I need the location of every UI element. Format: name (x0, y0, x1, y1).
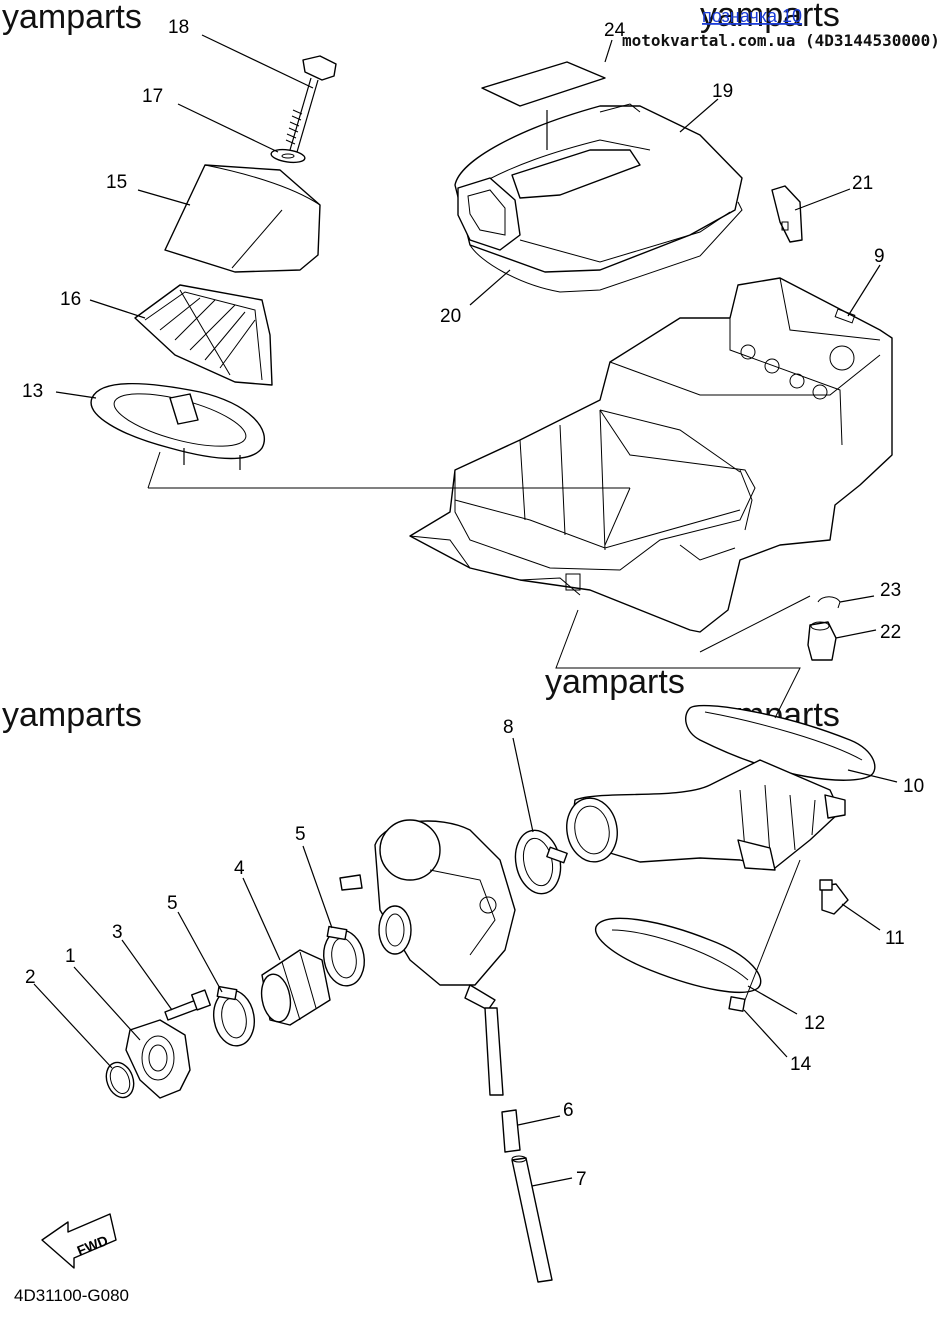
callout-23: 23 (880, 580, 901, 601)
watermark-mid-left: yamparts (2, 696, 142, 734)
callout-21: 21 (852, 173, 873, 194)
part-21-clip (771, 185, 803, 243)
diagram-code: 4D31100-G080 (14, 1286, 129, 1305)
callout-5-upper: 5 (295, 824, 306, 845)
part-18-screw (285, 55, 337, 153)
watermark-center: yamparts (545, 663, 685, 701)
part-5-clamp-lower (213, 985, 255, 1047)
part-10-intake-duct (566, 704, 876, 871)
callout-5-lower: 5 (167, 893, 178, 914)
callout-4: 4 (234, 858, 245, 879)
part-16-element-guide (134, 284, 273, 386)
carburetor (339, 819, 516, 1011)
part-13-joint-plate (90, 382, 266, 470)
callout-18: 18 (168, 17, 189, 38)
part-19-case-cap (454, 103, 743, 273)
part-11-fitting (819, 879, 849, 915)
assembly-lines (147, 451, 811, 1001)
part-22-check-hose (807, 621, 837, 661)
callout-19: 19 (712, 81, 733, 102)
callout-12: 12 (804, 1013, 825, 1034)
part-4-carburetor-joint (260, 949, 331, 1026)
callout-15: 15 (106, 172, 127, 193)
callout-1: 1 (65, 946, 76, 967)
callout-13: 13 (22, 381, 43, 402)
part-8-clamp (514, 829, 568, 895)
part-1-joint (125, 1019, 191, 1099)
callout-2: 2 (25, 967, 36, 988)
part-2-o-ring (105, 1061, 135, 1099)
callout-3: 3 (112, 922, 123, 943)
callout-16: 16 (60, 289, 81, 310)
part-3-bolt (164, 989, 212, 1021)
leader-lines (33, 34, 898, 1187)
part-15-filter-element (164, 164, 321, 273)
callout-7: 7 (576, 1169, 587, 1190)
callout-22: 22 (880, 622, 901, 643)
watermark-top-right: yamparts (700, 0, 840, 34)
callout-10: 10 (903, 776, 924, 797)
part-23-clip (817, 596, 841, 609)
callout-9: 9 (874, 246, 885, 267)
label-link[interactable]: позначка 10 (702, 6, 802, 26)
callout-24: 24 (604, 20, 626, 41)
part-6-joint (484, 1007, 521, 1153)
part-14-nut (728, 996, 746, 1012)
part-12-gasket (595, 917, 762, 993)
part-24-label (481, 61, 606, 107)
part-17-washer (270, 148, 306, 164)
callout-8: 8 (503, 717, 514, 738)
callout-14: 14 (790, 1054, 812, 1075)
callout-17: 17 (142, 86, 163, 107)
part-7-hose (511, 1155, 553, 1283)
callout-6: 6 (563, 1100, 574, 1121)
watermark-top-left: yamparts (2, 0, 142, 36)
callout-11: 11 (885, 928, 905, 949)
site-reference: motokvartal.com.ua (4D3144530000) (622, 31, 940, 50)
part-20-seal (469, 201, 743, 293)
callout-20: 20 (440, 306, 461, 327)
callout-numbers: 18 17 15 16 13 24 19 21 9 20 23 22 8 10 … (22, 17, 924, 1190)
part-9-filter-case (409, 277, 893, 633)
fwd-arrow-icon: FWD (41, 1213, 117, 1269)
part-5-clamp-upper (323, 925, 365, 987)
